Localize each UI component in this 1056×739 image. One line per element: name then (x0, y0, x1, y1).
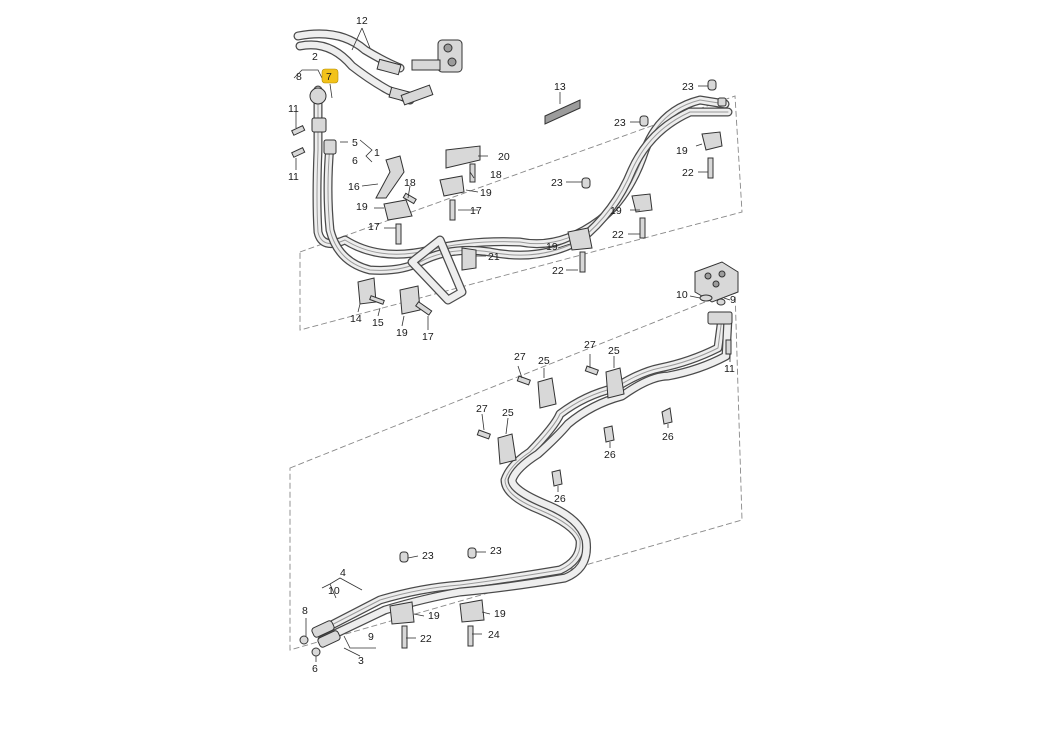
callout-13: 13 (554, 81, 566, 93)
callout-25: 25 (502, 407, 514, 419)
callout-19: 19 (546, 241, 558, 253)
callout-5: 5 (352, 137, 358, 149)
callout-19: 19 (676, 145, 688, 157)
highlighted-part-marker (321, 68, 339, 84)
callout-25: 25 (608, 345, 620, 357)
callout-19: 19 (494, 608, 506, 620)
callout-27: 27 (476, 403, 488, 415)
callout-4: 4 (340, 567, 346, 579)
upper-left-fitting (309, 87, 337, 155)
callout-19: 19 (480, 187, 492, 199)
callout-10: 10 (328, 585, 340, 597)
upper-pipe-loop (407, 235, 467, 305)
callout-12: 12 (356, 15, 368, 27)
assembly-outline (289, 95, 743, 651)
callout-26: 26 (662, 431, 674, 443)
callout-14: 14 (350, 313, 362, 325)
connection-block (694, 261, 739, 355)
callout-19: 19 (396, 327, 408, 339)
callout-18: 18 (490, 169, 502, 181)
callout-17: 17 (368, 221, 380, 233)
callout-7: 7 (326, 71, 332, 83)
callout-6: 6 (312, 663, 318, 675)
lower-pressure-line (313, 313, 727, 637)
callout-11: 11 (288, 171, 299, 183)
callout-16: 16 (348, 181, 360, 193)
callout-8: 8 (302, 605, 308, 617)
callout-27: 27 (584, 339, 596, 351)
callout-22: 22 (612, 229, 624, 241)
callout-23: 23 (490, 545, 502, 557)
callout-3: 3 (358, 655, 364, 667)
callout-17: 17 (422, 331, 434, 343)
callout-22: 22 (682, 167, 694, 179)
callout-19: 19 (610, 205, 622, 217)
callout-23: 23 (682, 81, 694, 93)
callout-labels: 12 2 8 7 11 11 5 1 6 13 23 23 23 20 18 1… (288, 15, 736, 675)
callout-9: 9 (730, 294, 736, 306)
callout-23: 23 (422, 550, 434, 562)
callout-20: 20 (498, 151, 510, 163)
callout-24: 24 (488, 629, 500, 641)
leader-lines (293, 27, 731, 662)
callout-17: 17 (470, 205, 482, 217)
callout-26: 26 (604, 449, 616, 461)
callout-25: 25 (538, 355, 550, 367)
callout-6: 6 (352, 155, 358, 167)
callout-19: 19 (428, 610, 440, 622)
lower-suction-line (317, 313, 733, 645)
callout-22: 22 (420, 633, 432, 645)
lower-line-end-fittings (299, 620, 341, 657)
callout-26: 26 (554, 493, 566, 505)
callout-11: 11 (724, 363, 735, 375)
callout-18: 18 (404, 177, 416, 189)
callout-10: 10 (676, 289, 688, 301)
callout-1: 1 (374, 147, 380, 159)
hoses-to-expansion-valve (293, 29, 415, 105)
callout-21: 21 (488, 251, 500, 263)
callout-23: 23 (551, 177, 563, 189)
callout-11: 11 (288, 103, 299, 115)
brackets-and-clips (291, 79, 727, 649)
callout-19: 19 (356, 201, 368, 213)
callout-27: 27 (514, 351, 526, 363)
expansion-valve (400, 39, 463, 106)
callout-22: 22 (552, 265, 564, 277)
callout-15: 15 (372, 317, 384, 329)
callout-23: 23 (614, 117, 626, 129)
callout-9: 9 (368, 631, 374, 643)
callout-2: 2 (312, 51, 318, 63)
callout-8: 8 (296, 71, 302, 83)
